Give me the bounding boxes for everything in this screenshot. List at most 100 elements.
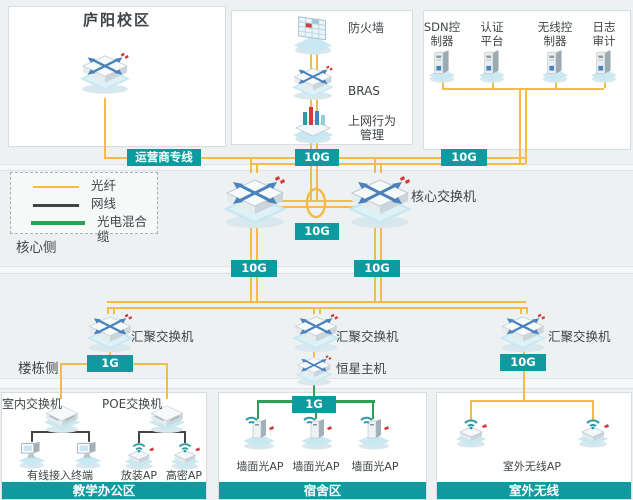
outdoor-ap-icon [574, 414, 612, 448]
behavior-mgmt-label: 上网行为 管理 [347, 114, 396, 143]
poe-switch-icon [145, 398, 189, 434]
agg-switch-label: 汇聚交换机 [548, 329, 611, 344]
outdoor-ap-label: 室外无线AP [502, 460, 562, 473]
sdn-controller-label: SDN控 制器 [423, 20, 461, 48]
fiber-link [525, 88, 527, 164]
dense-ap-label: 高密AP [165, 469, 203, 482]
fiber-link [166, 363, 168, 399]
campus-title: 庐阳校区 [82, 11, 151, 29]
1g-tag: 1G [292, 396, 336, 413]
legend-fiber-swatch [33, 186, 79, 188]
fiber-link [104, 98, 106, 158]
legend-cable-label: 网线 [91, 196, 117, 211]
indoor-switch-label: 室内交换机 [2, 397, 63, 411]
normal-ap-label: 放装AP [120, 469, 158, 482]
fiber-link [60, 363, 62, 399]
outdoor-ap-icon [452, 414, 490, 448]
hybrid-cable-link [372, 400, 374, 420]
firewall-icon [289, 11, 337, 55]
fiber-link [107, 307, 526, 309]
fiber-link [442, 88, 604, 90]
auth-platform-icon [477, 44, 507, 84]
indoor-switch-icon [40, 398, 84, 434]
cable-link [31, 431, 33, 443]
legend-hybrid-swatch [31, 221, 85, 225]
fiber-link [109, 344, 111, 364]
hybrid-cable-link [313, 384, 315, 398]
fiber-link [250, 163, 525, 165]
core-switch-icon [217, 166, 293, 230]
legend-cable-swatch [33, 204, 79, 207]
fiber-link [374, 157, 376, 173]
cable-link [138, 431, 140, 443]
dense-ap-icon [167, 438, 203, 470]
wired-terminal-icon [16, 438, 48, 470]
10g-tag: 10G [295, 149, 339, 166]
fiber-link [113, 307, 115, 314]
bras-label: BRAS [348, 84, 380, 98]
wall-ap-icon [297, 414, 337, 450]
host-icon [292, 348, 336, 388]
fiber-link [523, 346, 525, 401]
dorm-area-banner: 宿舍区 [219, 482, 426, 499]
fiber-link [256, 163, 258, 173]
agg-switch-label: 汇聚交换机 [131, 329, 194, 344]
host-label: 恒星主机 [336, 361, 387, 376]
wall-ap-label: 墙面光AP [236, 460, 284, 473]
10g-tag: 10G [354, 260, 400, 277]
fiber-link [470, 400, 472, 420]
bras-icon [288, 58, 338, 102]
fiber-link [526, 307, 528, 314]
sdn-controller-icon [427, 44, 457, 84]
fiber-link [319, 307, 321, 314]
fiber-link [250, 157, 525, 159]
outdoor-area-banner: 室外无线 [437, 482, 631, 499]
fiber-link [520, 307, 522, 314]
carrier-line-tag: 运营商专线 [127, 149, 201, 166]
1g-tag: 1G [87, 355, 133, 372]
log-audit-label: 日志 审计 [592, 20, 616, 48]
fiber-link [519, 88, 521, 164]
wall-ap-icon [239, 414, 279, 450]
firewall-label: 防火墙 [348, 21, 385, 35]
hybrid-cable-link [257, 400, 259, 420]
wireless-controller-label: 无线控 制器 [537, 20, 573, 48]
fiber-link [313, 307, 315, 314]
wall-ap-label: 墙面光AP [351, 460, 399, 473]
agg-switch-icon [288, 306, 344, 354]
fiber-link [250, 157, 252, 173]
wall-ap-label: 墙面光AP [292, 460, 340, 473]
normal-ap-icon [121, 438, 157, 470]
legend-fiber-label: 光纤 [91, 178, 117, 193]
log-audit-icon [589, 44, 619, 84]
10g-tag: 10G [295, 223, 339, 240]
teaching-area-banner: 教学办公区 [2, 482, 206, 499]
core-switch-icon [342, 166, 418, 230]
wired-terminal-label: 有线接入终端 [27, 469, 93, 482]
behavior-mgmt-icon [290, 102, 336, 144]
fiber-link [270, 206, 362, 208]
fiber-link [380, 163, 382, 173]
agg-switch-label: 汇聚交换机 [336, 329, 399, 344]
cable-link [184, 431, 186, 443]
auth-platform-label: 认证 平台 [480, 20, 504, 48]
agg-switch-icon [495, 306, 551, 354]
core-switch-label: 核心交换机 [411, 190, 477, 205]
wireless-controller-icon [540, 44, 570, 84]
fiber-link [470, 400, 592, 402]
link-aggregation-ring [303, 185, 331, 221]
hybrid-cable-link [315, 410, 317, 420]
10g-tag: 10G [441, 149, 487, 166]
fiber-link [270, 200, 362, 202]
fiber-link [107, 301, 526, 303]
band-separator [0, 266, 633, 274]
legend-hybrid-label: 光电混合缆 [97, 214, 148, 244]
wall-ap-icon [354, 414, 394, 450]
building-side-label: 楼栋侧 [18, 361, 59, 377]
10g-tag: 10G [500, 354, 546, 371]
10g-tag: 10G [231, 260, 277, 277]
core-side-label: 核心侧 [16, 240, 57, 256]
legend: 光纤 网线 光电混合缆 [10, 172, 158, 244]
fiber-link [592, 400, 594, 420]
